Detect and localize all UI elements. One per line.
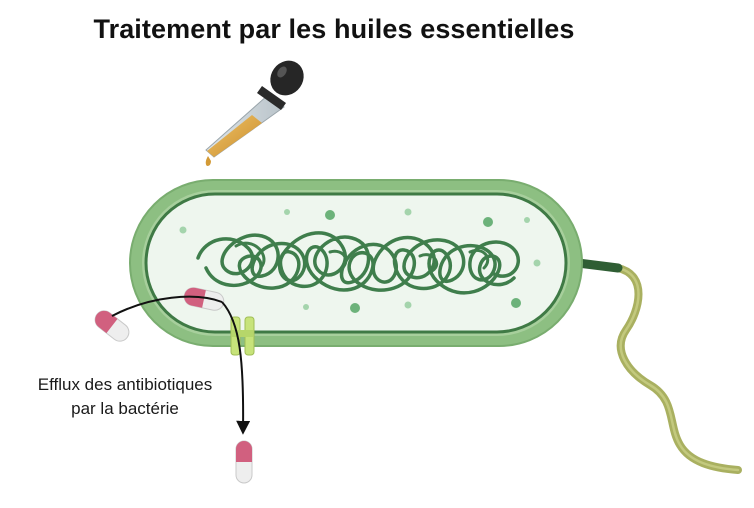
dna-icon	[196, 231, 520, 295]
pill-icon	[235, 440, 253, 484]
pill-icon	[94, 310, 130, 342]
efflux-label-line2: par la bactérie	[71, 399, 179, 418]
efflux-pump-icon	[230, 316, 255, 356]
dropper-icon	[205, 60, 304, 166]
diagram-title: Traitement par les huiles essentielles	[93, 14, 575, 44]
arrow-icon	[111, 295, 251, 435]
flagellum-icon	[565, 255, 742, 474]
bacterium-icon	[129, 179, 583, 347]
efflux-label-line1: Efflux des antibiotiques	[37, 375, 213, 394]
efflux-label: Efflux des antibiotiques par la bactérie	[10, 373, 240, 421]
ribosomes	[179, 208, 541, 313]
